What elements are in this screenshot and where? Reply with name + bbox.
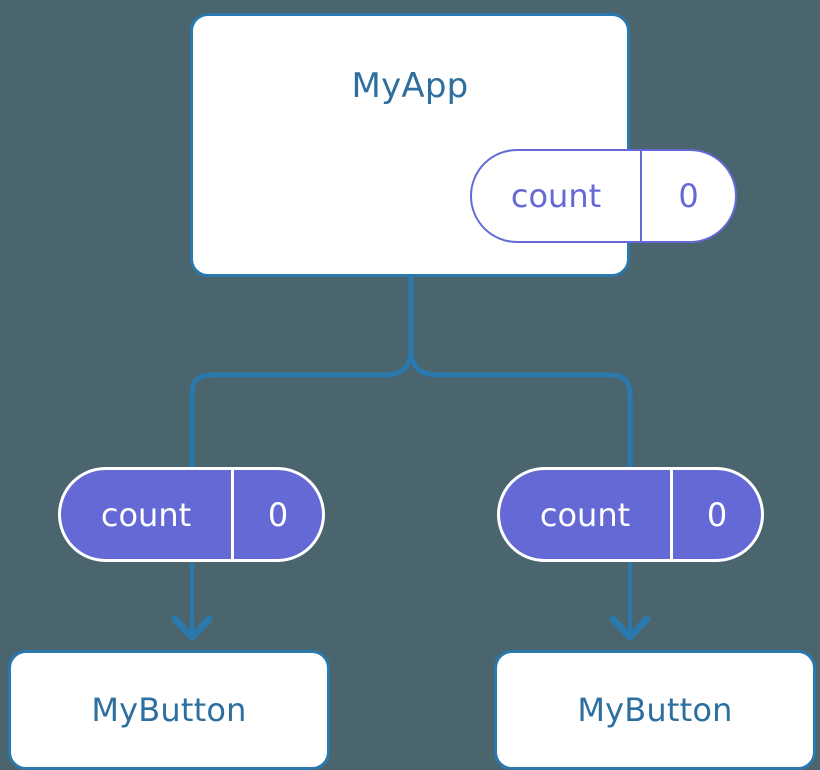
- prop-pill-key: count: [539, 495, 631, 534]
- arrow-right: [609, 561, 651, 641]
- fork-right-branch: [408, 345, 633, 473]
- component-title-myapp: MyApp: [351, 66, 469, 106]
- component-mybutton-left[interactable]: MyButton: [8, 650, 330, 770]
- state-pill-key: count: [510, 177, 602, 215]
- component-myapp[interactable]: MyApp count 0: [190, 13, 737, 277]
- component-title-mybutton: MyButton: [91, 691, 247, 729]
- prop-pill-value: 0: [670, 470, 761, 559]
- component-mybutton-right[interactable]: MyButton: [494, 650, 816, 770]
- state-pill-count[interactable]: count 0: [470, 149, 737, 243]
- prop-pill-count-left[interactable]: count 0: [58, 467, 325, 562]
- arrow-left-head: [171, 615, 213, 641]
- fork-left-branch: [189, 345, 414, 473]
- prop-pill-count-right[interactable]: count 0: [497, 467, 764, 562]
- state-pill-value: 0: [640, 151, 735, 241]
- prop-pill-key: count: [100, 495, 192, 534]
- arrow-left: [171, 561, 213, 641]
- component-title-mybutton: MyButton: [577, 691, 733, 729]
- prop-pill-value: 0: [231, 470, 322, 559]
- arrow-right-head: [609, 615, 651, 641]
